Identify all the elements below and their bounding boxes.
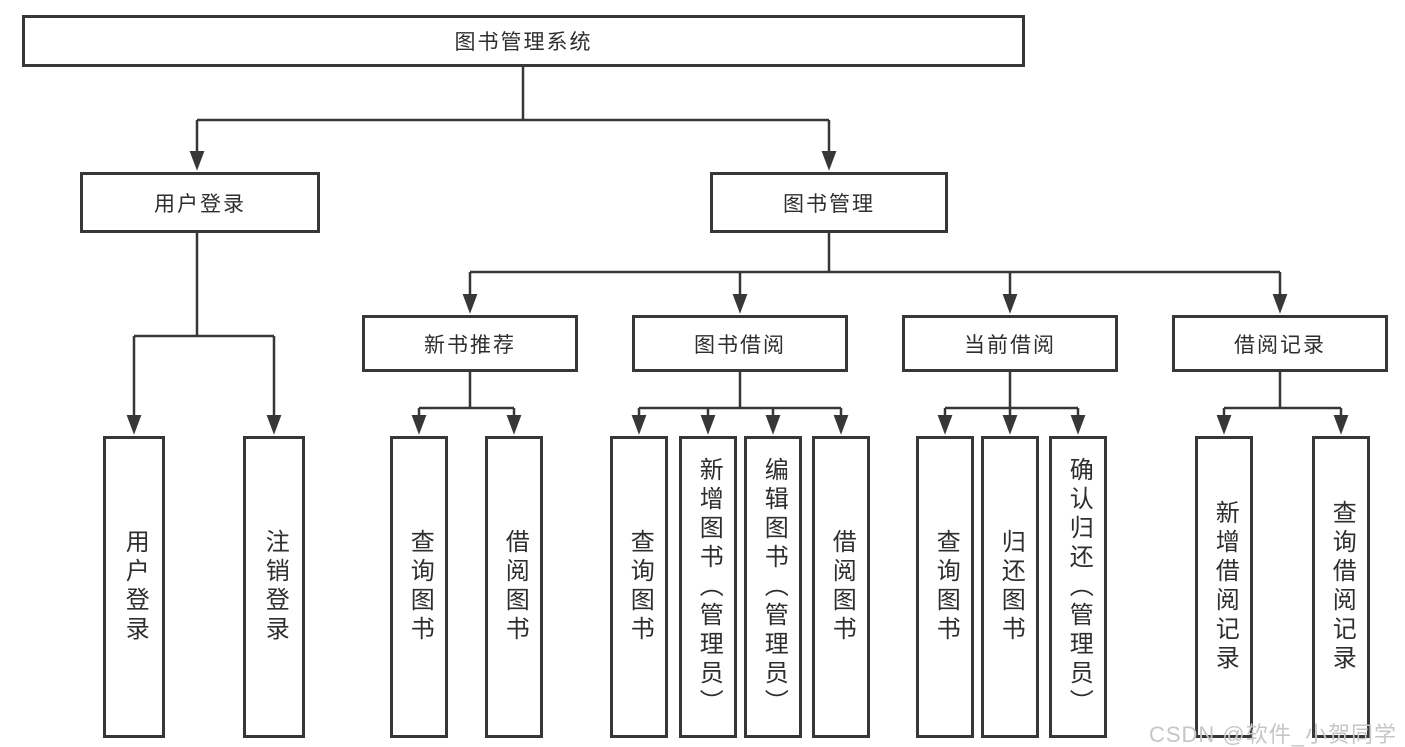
leaf-edit-books-admin: 编辑图书（管理员） — [744, 436, 802, 738]
leaf-user-login: 用户登录 — [103, 436, 165, 738]
leaf-add-borrow-record: 新增借阅记录 — [1195, 436, 1253, 738]
connector-new-books-trunk — [419, 372, 514, 410]
node-current-borrowing: 当前借阅 — [902, 315, 1118, 372]
node-borrowing-records: 借阅记录 — [1172, 315, 1388, 372]
node-root-system: 图书管理系统 — [22, 15, 1025, 67]
leaf-query-borrow-record: 查询借阅记录 — [1312, 436, 1370, 738]
connector-user-login-trunk — [134, 233, 274, 338]
leaf-add-books-admin-label: 新增图书（管理员） — [695, 456, 723, 718]
leaf-logout: 注销登录 — [243, 436, 305, 738]
leaf-confirm-return-admin: 确认归还（管理员） — [1049, 436, 1107, 738]
leaf-edit-books-admin-label: 编辑图书（管理员） — [760, 456, 788, 718]
leaf-confirm-return-admin-label: 确认归还（管理员） — [1065, 456, 1093, 718]
leaf-logout-label: 注销登录 — [261, 529, 289, 645]
node-book-borrowing: 图书借阅 — [632, 315, 848, 372]
node-book-management: 图书管理 — [710, 172, 948, 233]
leaf-query-books-3: 查询图书 — [916, 436, 974, 738]
leaf-query-books-2-label: 查询图书 — [626, 529, 654, 645]
leaf-add-books-admin: 新增图书（管理员） — [679, 436, 737, 738]
leaf-user-login-label: 用户登录 — [121, 529, 149, 645]
connector-book-mgmt-trunk — [470, 233, 1280, 274]
connector-book-borrow-trunk — [639, 372, 841, 410]
leaf-borrow-books-1-label: 借阅图书 — [501, 529, 529, 645]
node-book-borrowing-label: 图书借阅 — [694, 333, 786, 357]
node-root-label: 图书管理系统 — [454, 31, 593, 54]
leaf-query-books-1: 查询图书 — [390, 436, 448, 738]
leaf-borrow-books-2-label: 借阅图书 — [828, 529, 856, 645]
node-user-login: 用户登录 — [80, 172, 320, 233]
leaf-query-books-1-label: 查询图书 — [406, 529, 434, 645]
node-borrowing-records-label: 借阅记录 — [1234, 333, 1326, 357]
node-current-borrowing-label: 当前借阅 — [964, 333, 1056, 357]
leaf-return-books: 归还图书 — [981, 436, 1039, 738]
node-new-book-recommend-label: 新书推荐 — [424, 333, 516, 357]
connector-current-borrow-trunk — [945, 372, 1078, 410]
node-book-management-label: 图书管理 — [783, 192, 875, 216]
leaf-query-books-3-label: 查询图书 — [932, 529, 960, 645]
leaf-add-borrow-record-label: 新增借阅记录 — [1211, 500, 1239, 674]
node-user-login-label: 用户登录 — [154, 192, 246, 216]
node-new-book-recommend: 新书推荐 — [362, 315, 578, 372]
connector-root-trunk — [197, 67, 829, 122]
csdn-watermark: CSDN @软件_小贺同学 — [1148, 722, 1397, 747]
leaf-query-books-2: 查询图书 — [610, 436, 668, 738]
leaf-borrow-books-1: 借阅图书 — [485, 436, 543, 738]
leaf-query-borrow-record-label: 查询借阅记录 — [1328, 500, 1356, 674]
leaf-return-books-label: 归还图书 — [997, 529, 1025, 645]
leaf-borrow-books-2: 借阅图书 — [812, 436, 870, 738]
connector-borrow-records-trunk — [1224, 372, 1341, 410]
